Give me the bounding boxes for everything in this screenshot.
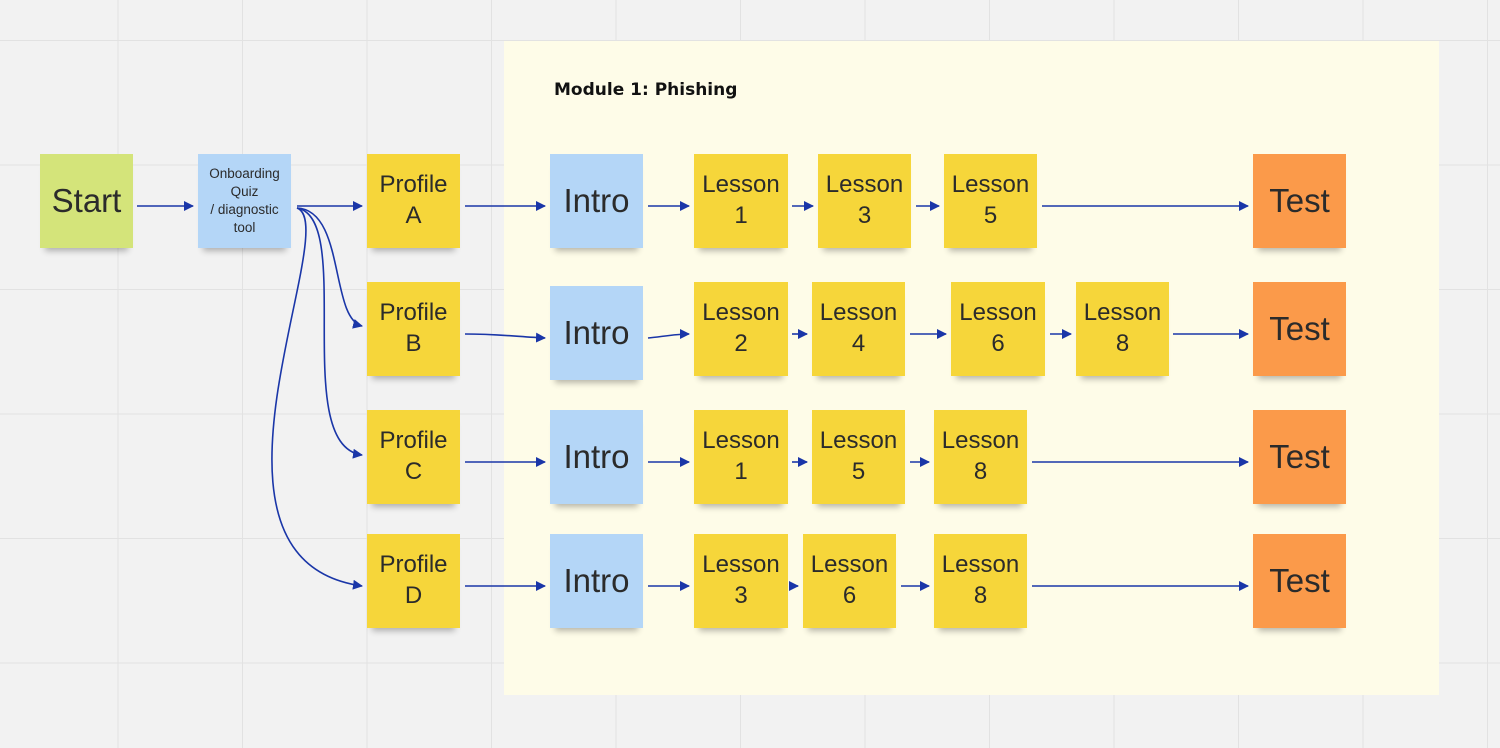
sticky-profile-b[interactable]: Profile B [367,282,460,376]
sticky-test-d[interactable]: Test [1253,534,1346,628]
sticky-profile-d[interactable]: Profile D [367,534,460,628]
sticky-lesson-b1[interactable]: Lesson 2 [694,282,788,376]
sticky-intro-c[interactable]: Intro [550,410,643,504]
sticky-intro-a[interactable]: Intro [550,154,643,248]
arrow-onboarding-profile-c [296,207,363,459]
sticky-start[interactable]: Start [40,154,133,248]
sticky-intro-d[interactable]: Intro [550,534,643,628]
sticky-profile-a[interactable]: Profile A [367,154,460,248]
sticky-lesson-d1[interactable]: Lesson 3 [694,534,788,628]
sticky-lesson-a1[interactable]: Lesson 1 [694,154,788,248]
sticky-test-b[interactable]: Test [1253,282,1346,376]
sticky-lesson-d2[interactable]: Lesson 6 [803,534,896,628]
sticky-lesson-c2[interactable]: Lesson 5 [812,410,905,504]
arrow-onboarding-profile-d [271,207,363,590]
sticky-lesson-b2[interactable]: Lesson 4 [812,282,905,376]
sticky-lesson-c3[interactable]: Lesson 8 [934,410,1027,504]
sticky-lesson-c1[interactable]: Lesson 1 [694,410,788,504]
frame-title: Module 1: Phishing [554,80,738,100]
sticky-intro-b[interactable]: Intro [550,286,643,380]
sticky-onboarding-quiz[interactable]: Onboarding Quiz / diagnostic tool [198,154,291,248]
arrow-onboarding-profile-b [296,207,363,329]
sticky-lesson-a2[interactable]: Lesson 3 [818,154,911,248]
sticky-lesson-a3[interactable]: Lesson 5 [944,154,1037,248]
sticky-lesson-b4[interactable]: Lesson 8 [1076,282,1169,376]
sticky-test-a[interactable]: Test [1253,154,1346,248]
sticky-lesson-d3[interactable]: Lesson 8 [934,534,1027,628]
sticky-test-c[interactable]: Test [1253,410,1346,504]
sticky-lesson-b3[interactable]: Lesson 6 [951,282,1045,376]
sticky-profile-c[interactable]: Profile C [367,410,460,504]
